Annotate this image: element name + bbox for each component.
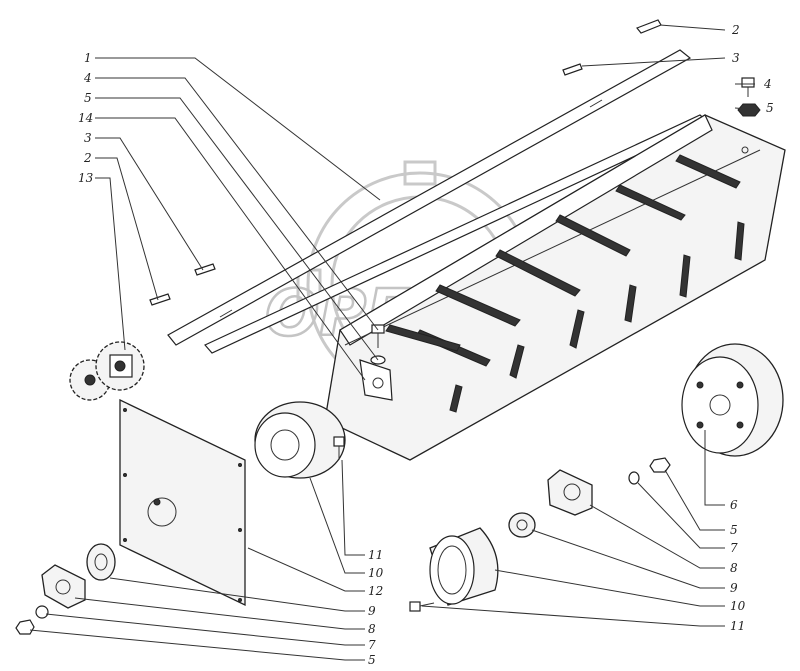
- callout-left-14: 14: [78, 111, 93, 125]
- callout-mid-9: 9: [368, 604, 376, 618]
- callout-right-3: 3: [732, 51, 740, 65]
- pin-2: [636, 19, 662, 34]
- bearing-left: [86, 543, 116, 581]
- callout-mid-7: 7: [368, 638, 376, 652]
- washer-left: [35, 605, 49, 619]
- callout-mid-8: 8: [368, 622, 376, 636]
- callout-mid-12: 12: [368, 584, 383, 598]
- leader-lines: [29, 24, 761, 661]
- callout-right-5: 5: [766, 101, 774, 115]
- shaft-long: [167, 49, 692, 346]
- callout-left-3: 3: [84, 131, 92, 145]
- callout-right-10: 10: [730, 599, 746, 613]
- bearing-center: [508, 512, 536, 538]
- hub-10: [254, 401, 346, 479]
- flange-left: [41, 564, 86, 609]
- callout-right-5b: 5: [730, 523, 738, 537]
- callout-left-2: 2: [83, 151, 92, 165]
- callout-left-5: 5: [84, 91, 92, 105]
- side-plate: [119, 398, 246, 607]
- flange-right: [547, 469, 593, 516]
- nut-5: [737, 103, 761, 117]
- callout-mid-11: 11: [368, 548, 383, 562]
- callout-right-2: 2: [731, 23, 740, 37]
- sprocket: [69, 341, 145, 401]
- bolt-center: [409, 601, 435, 612]
- callout-right-4: 4: [763, 77, 772, 91]
- callout-right-11: 11: [730, 619, 745, 633]
- key-left-2: [149, 293, 171, 306]
- callout-right-8: 8: [730, 561, 738, 575]
- callout-mid-10: 10: [368, 566, 384, 580]
- pulley: [681, 343, 784, 457]
- callout-labels: 1 4 5 14 3 2 13 2 3 4 5 6 5 7 8 9 10 11 …: [78, 23, 774, 667]
- key-left-3: [194, 263, 216, 276]
- bolt-11: [333, 436, 345, 460]
- nut-right: [649, 457, 671, 473]
- callout-right-6: 6: [730, 498, 738, 512]
- bolt-4: [741, 77, 755, 97]
- callout-right-7: 7: [730, 541, 738, 555]
- nut-left: [15, 619, 35, 635]
- callout-left-1: 1: [84, 51, 92, 65]
- callout-right-9: 9: [730, 581, 738, 595]
- auger-trough: [324, 114, 786, 461]
- cylinder-center: [429, 527, 499, 606]
- callout-left-13: 13: [78, 171, 94, 185]
- callout-left-4: 4: [83, 71, 92, 85]
- washer-right: [628, 471, 640, 485]
- callout-mid-5: 5: [368, 653, 376, 667]
- key-3: [562, 63, 583, 76]
